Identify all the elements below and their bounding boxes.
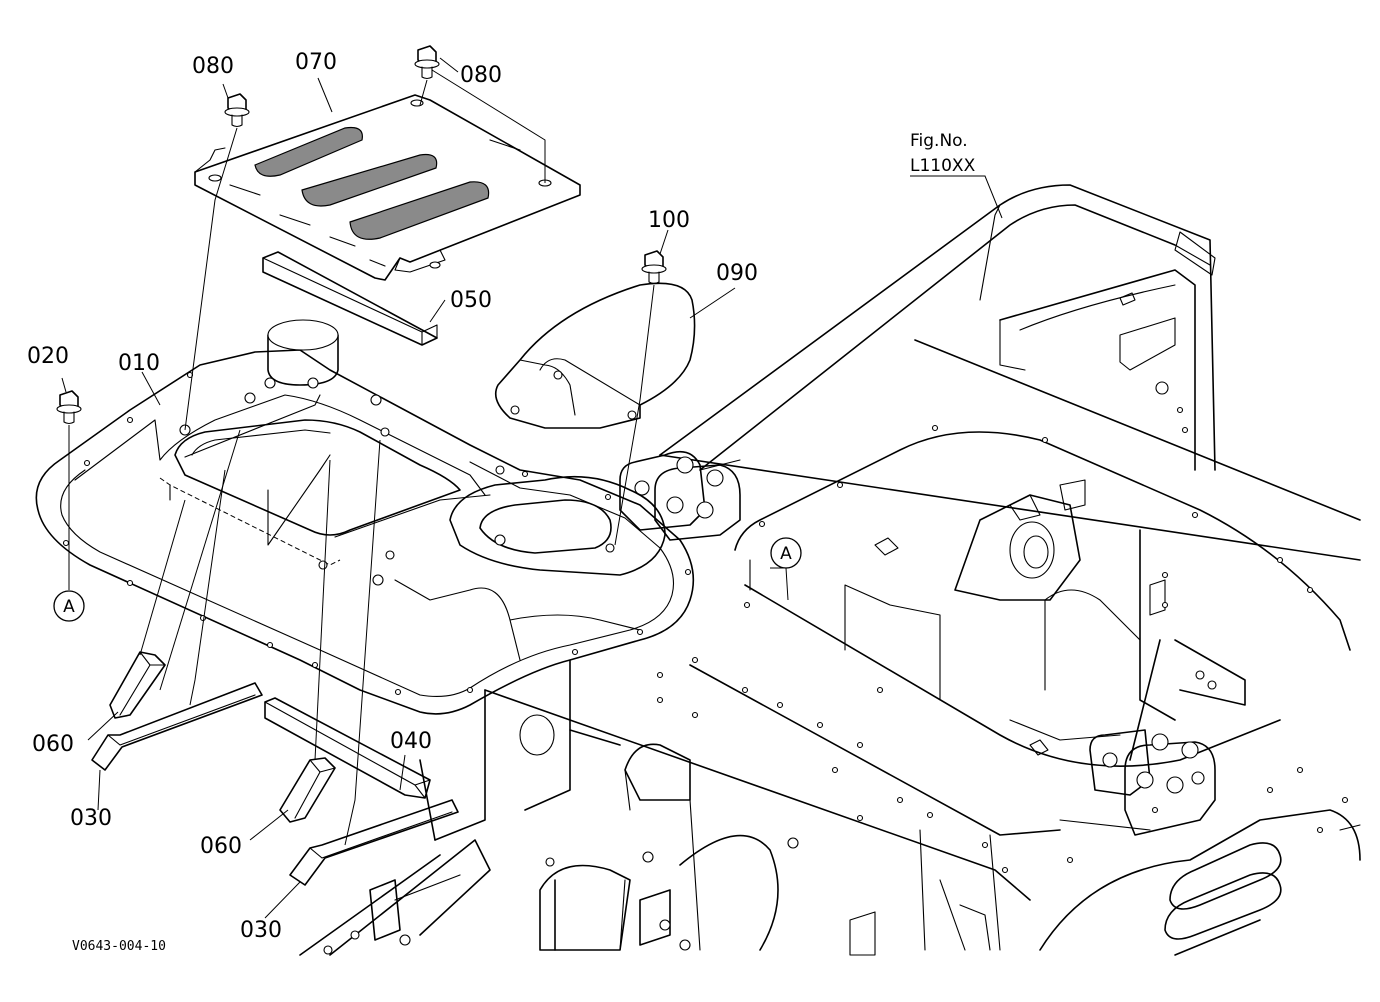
part-label-040: 040 xyxy=(390,729,432,754)
part-label-090: 090 xyxy=(716,261,758,286)
fig-no-value: L110XX xyxy=(910,156,976,176)
floor-panel-010 xyxy=(35,319,695,715)
figure-reference: Fig.No. L110XX xyxy=(910,131,976,176)
strip-050 xyxy=(262,251,438,346)
part-label-020: 020 xyxy=(27,344,69,369)
part-label-060-right: 060 xyxy=(200,834,242,859)
strip-060-right xyxy=(279,757,336,823)
bolt-020 xyxy=(56,390,82,425)
part-label-030-left: 030 xyxy=(70,806,112,831)
ref-marker-right-label: A xyxy=(780,544,792,564)
strip-030-right xyxy=(289,799,459,886)
part-label-010: 010 xyxy=(118,351,160,376)
part-label-080-left: 080 xyxy=(192,54,234,79)
drawing-reference-code: V0643-004-10 xyxy=(72,939,166,954)
part-label-060-left: 060 xyxy=(32,732,74,757)
part-label-030-right: 030 xyxy=(240,918,282,943)
tractor-frame xyxy=(299,184,1361,956)
frame-rivets xyxy=(656,406,1349,874)
strip-060-left xyxy=(109,651,166,719)
bolt-080-right xyxy=(414,45,440,80)
ref-marker-right: A xyxy=(770,537,802,569)
bolt-100 xyxy=(641,250,667,285)
ref-marker-left: A xyxy=(53,590,85,622)
ref-marker-left-label: A xyxy=(63,597,75,617)
part-label-080-right: 080 xyxy=(460,63,502,88)
part-label-100: 100 xyxy=(648,208,690,233)
cover-090 xyxy=(494,282,696,429)
fig-no-label: Fig.No. xyxy=(910,131,968,151)
vented-cover-070 xyxy=(194,94,581,281)
strip-040 xyxy=(264,697,431,799)
part-label-070: 070 xyxy=(295,50,337,75)
part-label-050: 050 xyxy=(450,288,492,313)
strip-030-left xyxy=(91,682,263,771)
part-labels: 080 070 080 100 090 050 020 010 060 030 … xyxy=(27,50,758,943)
bolt-080-left xyxy=(224,93,250,128)
leader-lines xyxy=(61,57,1003,919)
